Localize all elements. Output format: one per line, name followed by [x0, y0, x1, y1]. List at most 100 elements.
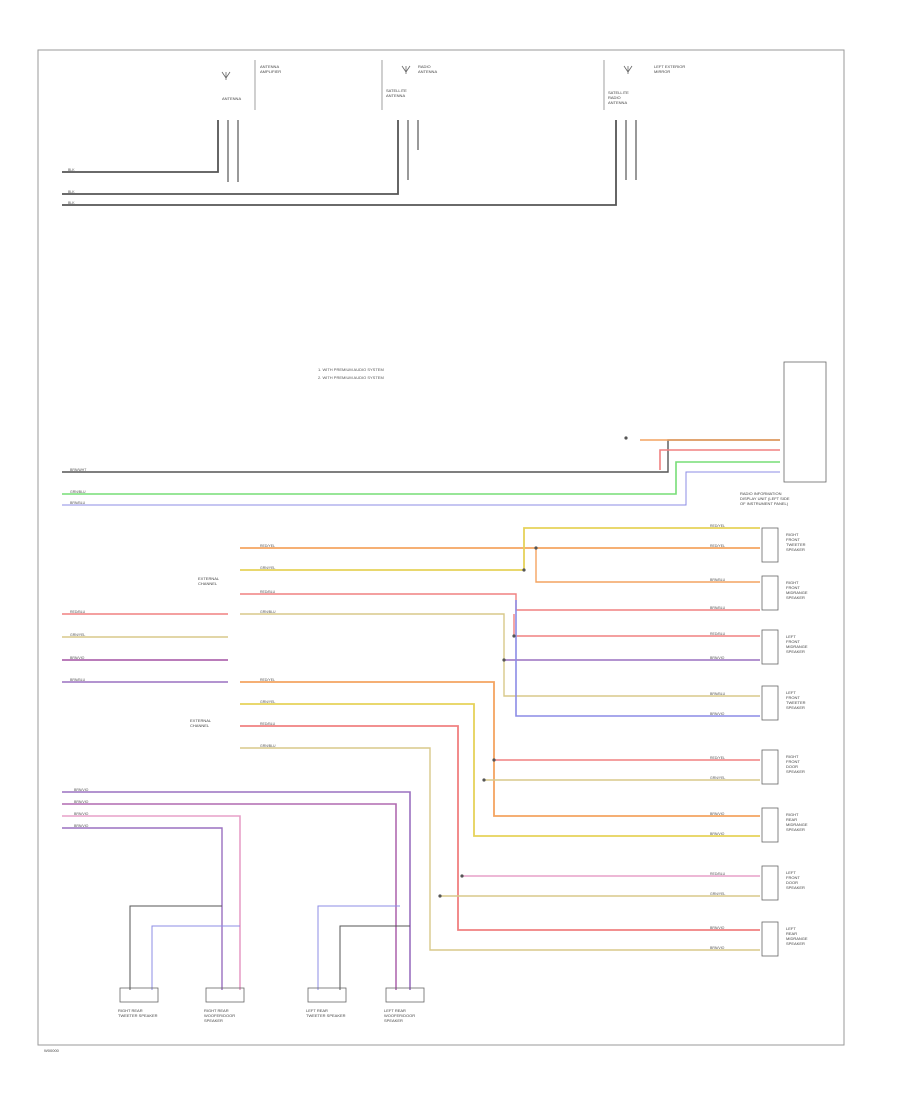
right-front-midrange-connector	[761, 575, 779, 611]
wire-yellow-1	[240, 527, 760, 571]
wl-5: RED/BLU	[70, 610, 86, 614]
wire-red-1	[240, 593, 760, 611]
right-front-tweeter-connector	[761, 527, 779, 563]
splice-1	[534, 546, 538, 550]
wl-35: BRN/VIO	[74, 788, 89, 792]
wl-17: BLK	[68, 190, 75, 194]
wl-28: GRN/YEL	[710, 776, 725, 780]
wire-tan-1	[240, 613, 760, 697]
left-front-midrange-connector	[761, 629, 779, 665]
wire-violet-bottom-2	[62, 827, 223, 990]
wire-black-1	[62, 120, 219, 173]
footer-id: W00000	[44, 1048, 60, 1053]
splice-2	[522, 568, 526, 572]
wl-38: BRN/VIO	[74, 824, 89, 828]
component-layer	[119, 65, 827, 1003]
note-line-2: 2. WITH PREMIUM AUDIO SYSTEM	[318, 375, 384, 380]
wl-16: BLK	[68, 168, 75, 172]
wire-layer	[62, 60, 780, 990]
wire-pink-bottom	[62, 815, 241, 990]
diagram-frame	[37, 49, 845, 1046]
wire-black-bottom	[129, 905, 222, 990]
right-rear-midrange-connector	[761, 807, 779, 843]
wl-27: RED/YEL	[710, 756, 725, 760]
wl-13: BRN/WHT	[70, 468, 87, 472]
splice-8	[438, 894, 442, 898]
wl-11: RED/BLU	[260, 722, 276, 726]
wl-23: RED/BLU	[710, 632, 726, 636]
wire-black-2	[62, 120, 399, 195]
wl-29: BRN/VIO	[710, 812, 725, 816]
splice-5	[492, 758, 496, 762]
mirror-antenna-icon	[623, 65, 633, 74]
left-rear-woofer-speaker	[385, 987, 425, 1003]
wl-2: GRN/YEL	[260, 566, 275, 570]
left-front-door-connector	[761, 865, 779, 901]
wl-31: RED/BLU	[710, 872, 726, 876]
splice-6	[482, 778, 486, 782]
wl-20: RED/YEL	[710, 544, 725, 548]
wl-9: RED/YEL	[260, 678, 275, 682]
wl-8: BRN/BLU	[70, 678, 86, 682]
wl-10: GRN/YEL	[260, 700, 275, 704]
wl-19: RED/YEL	[710, 524, 725, 528]
splice-3	[512, 634, 516, 638]
wl-7: BRN/VIO	[70, 656, 85, 660]
wire-red-3	[240, 725, 760, 931]
satellite-icon	[401, 65, 411, 74]
wire-tan-2	[240, 747, 760, 951]
wire-blue-bottom	[151, 925, 240, 990]
wire-black-3	[62, 120, 617, 206]
wl-4: GRN/BLU	[260, 610, 276, 614]
wl-30: BRN/VIO	[710, 832, 725, 836]
antenna-label: ANTENNA	[222, 96, 241, 101]
wire-violet-bottom	[62, 791, 411, 990]
wire-orange-2	[535, 548, 760, 583]
left-rear-tweeter-speaker	[307, 987, 347, 1003]
wire-black-bottom-2	[339, 925, 410, 990]
wl-12: GRN/BLU	[260, 744, 276, 748]
right-front-door-connector	[761, 749, 779, 785]
wl-14: GRN/BLU	[70, 490, 86, 494]
splice-4	[502, 658, 506, 662]
left-front-tweeter-connector	[761, 685, 779, 721]
wl-3: RED/BLU	[260, 590, 276, 594]
wire-black-4	[62, 439, 780, 473]
wire-purple-bottom	[62, 803, 397, 990]
wl-22: BRN/BLU	[710, 606, 726, 610]
wl-37: BRN/VIO	[74, 812, 89, 816]
wire-yellow-2	[240, 703, 760, 837]
wl-32: GRN/YEL	[710, 892, 725, 896]
wl-18: BLK	[68, 201, 75, 205]
wire-orange-3	[240, 681, 760, 817]
wire-blue-1	[515, 600, 760, 717]
wl-6: GRN/YEL	[70, 633, 85, 637]
wire-blue-display	[62, 471, 780, 506]
left-rear-midrange-connector	[761, 921, 779, 957]
wl-24: BRN/VIO	[710, 656, 725, 660]
wl-21: BRN/BLU	[710, 578, 726, 582]
wl-26: BRN/VIO	[710, 712, 725, 716]
wl-36: BRN/VIO	[74, 800, 89, 804]
